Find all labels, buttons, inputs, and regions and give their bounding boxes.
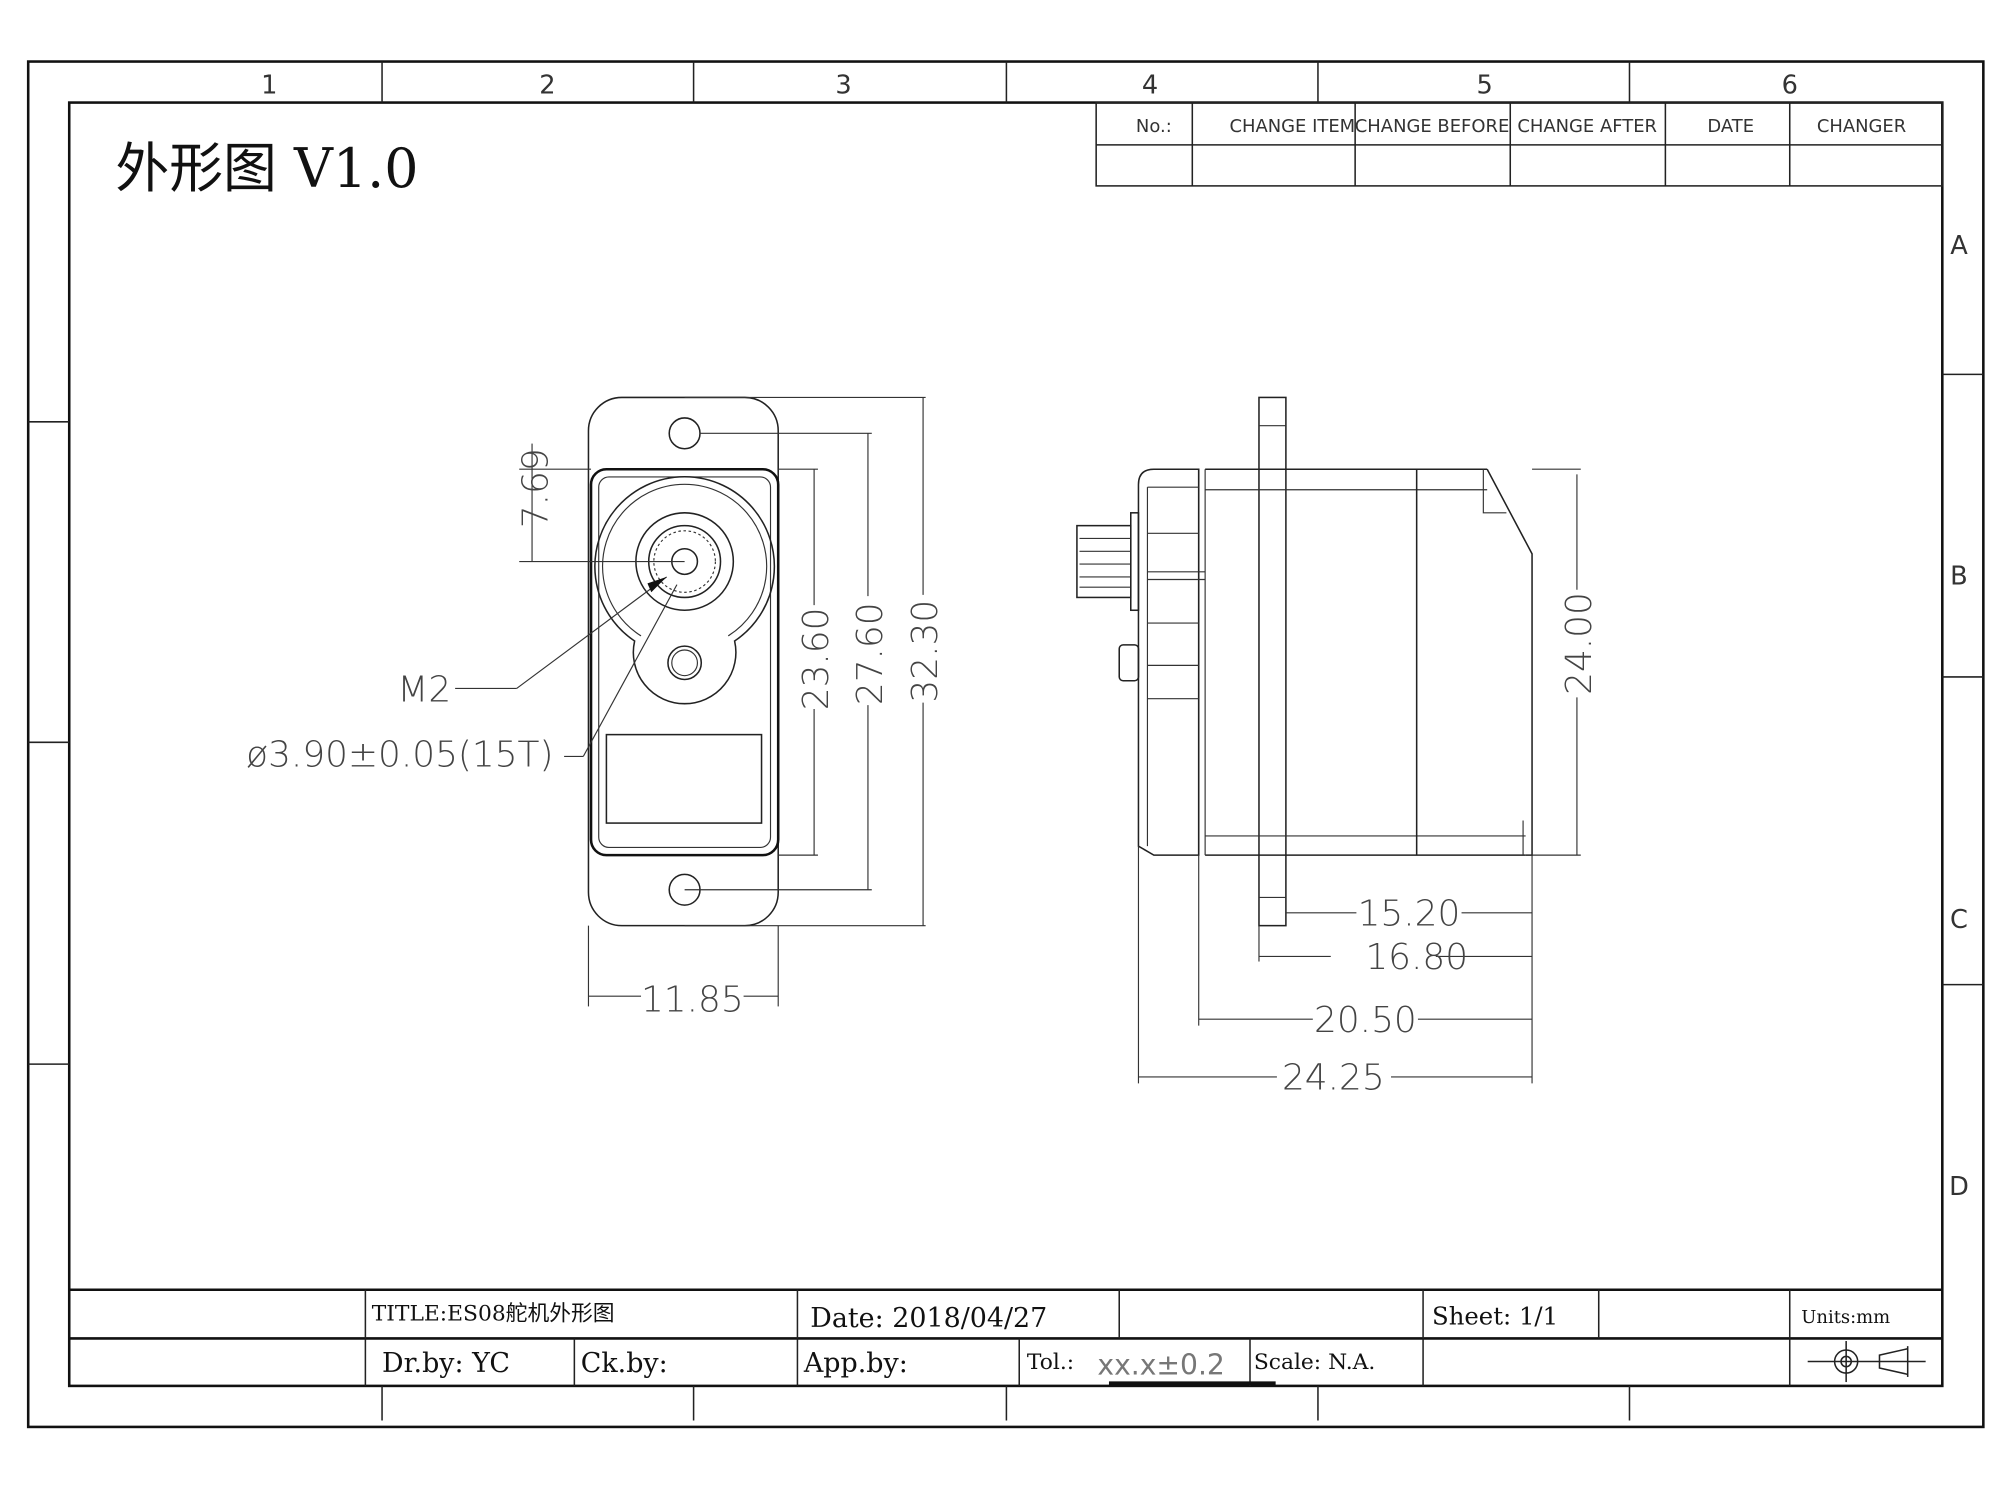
sheet-field: Sheet: 1/1: [1432, 1301, 1558, 1330]
revision-header: DATE: [1707, 116, 1754, 137]
mount-hole-icon: [668, 417, 701, 450]
dim-20-50: 20.50: [1314, 1000, 1417, 1041]
dim-7-69: 7.69: [515, 448, 556, 528]
drawing-title: 外形图 V1.0: [115, 137, 418, 200]
gear-housing: [1137, 468, 1200, 856]
side-flange: [1258, 396, 1287, 927]
title-block: TITLE:ES08舵机外形图 Date: 2018/04/27 Sheet: …: [69, 1288, 1943, 1386]
revision-header: CHANGER: [1817, 116, 1906, 137]
units-field: Units:mm: [1801, 1307, 1890, 1328]
dim-23-60: 23.60: [796, 608, 837, 711]
checked-by-field: Ck.by:: [581, 1348, 668, 1379]
scale-field: Scale: N.A.: [1254, 1350, 1375, 1375]
column-label: 2: [539, 71, 555, 101]
column-label: 6: [1782, 71, 1798, 101]
label-spline: ø3.90±0.05(15T): [246, 735, 553, 776]
servo-horn-outline: [594, 475, 776, 705]
dim-16-80: 16.80: [1365, 937, 1468, 978]
projection-symbol-icon: [1807, 1341, 1926, 1383]
side-view: 24.00 15.20 16.80 20.50 24.25: [1076, 396, 1600, 1099]
approved-by-field: App.by:: [803, 1348, 908, 1379]
label-area: [605, 733, 763, 824]
column-label: 1: [261, 71, 277, 101]
side-nub: [1118, 644, 1140, 682]
row-label: C: [1950, 905, 1968, 935]
dim-11-85: 11.85: [641, 980, 744, 1021]
revision-header: CHANGE ITEM: [1229, 116, 1355, 137]
servo-body: [589, 467, 780, 857]
label-m2: M2: [397, 669, 451, 710]
dim-24-25: 24.25: [1282, 1058, 1385, 1099]
revision-header: CHANGE AFTER: [1517, 116, 1657, 137]
column-label: 3: [835, 71, 851, 101]
row-label: B: [1950, 562, 1968, 592]
column-label: 4: [1142, 71, 1158, 101]
zone-dividers: [28, 61, 1984, 1421]
tolerance-value: xx.x±0.2: [1097, 1348, 1224, 1381]
revision-header: No.:: [1136, 116, 1172, 137]
leader-arrow-icon: [647, 576, 667, 593]
row-label: A: [1950, 231, 1968, 261]
front-view: 7.69 23.60 27.60 32.30 11.85 M2 ø3.90±0.…: [246, 396, 946, 1021]
dim-32-30: 32.30: [905, 600, 946, 703]
revision-table: No.: CHANGE ITEM CHANGE BEFORE CHANGE AF…: [1095, 101, 1944, 187]
revision-header: CHANGE BEFORE: [1355, 116, 1510, 137]
row-label: D: [1949, 1172, 1969, 1202]
column-label: 5: [1476, 71, 1492, 101]
dim-15-20: 15.20: [1358, 894, 1461, 935]
dim-24-00: 24.00: [1559, 592, 1600, 695]
date-field: Date: 2018/04/27: [810, 1303, 1047, 1334]
tolerance-label: Tol.:: [1027, 1350, 1074, 1375]
title-field: TITLE:ES08舵机外形图: [372, 1302, 615, 1327]
dim-27-60: 27.60: [850, 602, 891, 705]
drawn-by-field: Dr.by: YC: [382, 1348, 510, 1379]
